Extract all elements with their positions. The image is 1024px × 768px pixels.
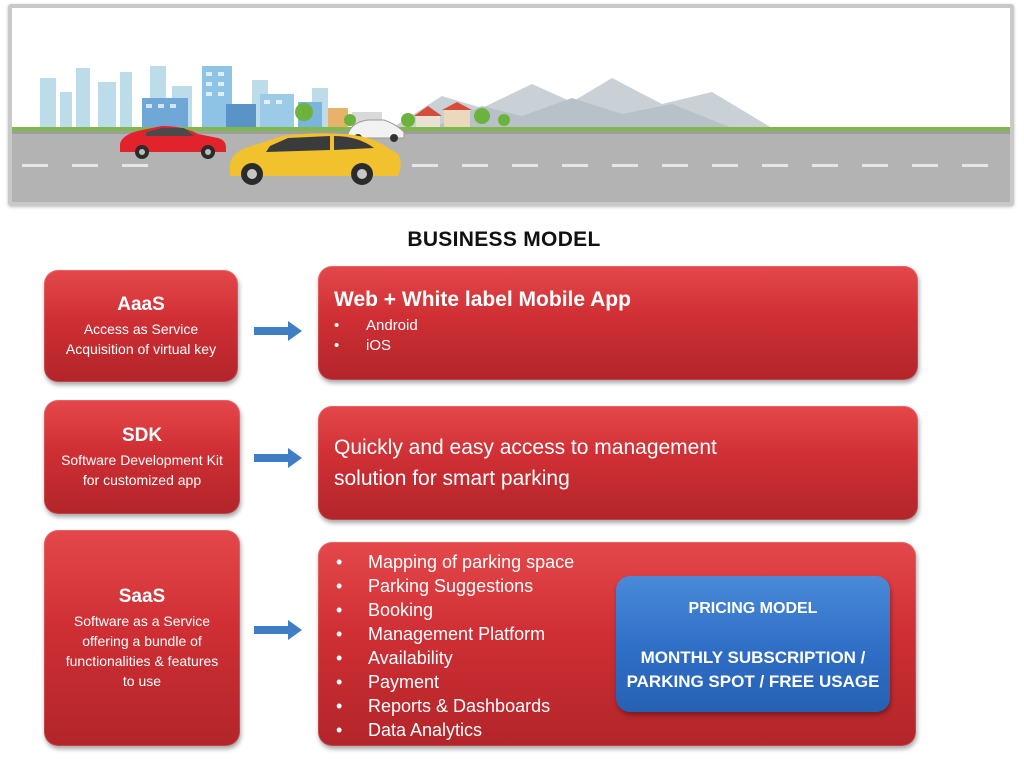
yellow-car-icon — [230, 133, 401, 185]
saas-title: SaaS — [118, 585, 166, 607]
pricing-model-line-1: MONTHLY SUBSCRIPTION / — [640, 648, 866, 667]
list-item: Reports & Dashboards — [336, 694, 916, 718]
city-road-illustration — [12, 66, 1010, 202]
list-item: Android — [334, 316, 918, 336]
list-item: Management Platform — [336, 622, 916, 646]
arrow-right-icon — [254, 620, 302, 640]
arrow-right-icon — [254, 448, 302, 468]
pricing-model-title: PRICING MODEL — [688, 600, 818, 617]
aaas-description: Access as Service Acquisition of virtual… — [65, 320, 217, 357]
list-item: Booking — [336, 598, 916, 622]
saas-box: SaaS Software as a Service offering a bu… — [44, 530, 240, 746]
aaas-box: AaaS Access as Service Acquisition of vi… — [44, 270, 238, 382]
red-car-icon — [120, 126, 226, 159]
list-item: Data Analytics — [336, 718, 916, 742]
list-item: Parking Suggestions — [336, 574, 916, 598]
saas-description: Software as a Service offering a bundle … — [65, 612, 219, 689]
sdk-description: Software Development Kit for customized … — [61, 451, 223, 488]
pricing-model-box: PRICING MODEL MONTHLY SUBSCRIPTION / PAR… — [616, 576, 890, 712]
sdk-title: SDK — [121, 424, 163, 446]
web-mobile-app-title: Web + White label Mobile App — [334, 288, 631, 311]
list-item: Mapping of parking space — [336, 550, 916, 574]
feature-list: Mapping of parking space Parking Suggest… — [336, 550, 916, 742]
arrow-right-icon — [254, 321, 302, 341]
list-item: iOS — [334, 336, 918, 356]
banner-illustration — [8, 4, 1014, 206]
smart-parking-box: Quickly and easy access to management so… — [318, 406, 918, 520]
pricing-model-line-2: PARKING SPOT / FREE USAGE — [626, 672, 880, 691]
smart-parking-text: Quickly and easy access to management so… — [334, 436, 717, 490]
list-item: Payment — [336, 670, 916, 694]
web-mobile-app-box: Web + White label Mobile App Android iOS — [318, 266, 918, 380]
aaas-title: AaaS — [117, 293, 165, 315]
platform-list: Android iOS — [334, 316, 918, 356]
sdk-box: SDK Software Development Kit for customi… — [44, 400, 240, 514]
page-title: BUSINESS MODEL — [407, 228, 601, 251]
list-item: Availability — [336, 646, 916, 670]
